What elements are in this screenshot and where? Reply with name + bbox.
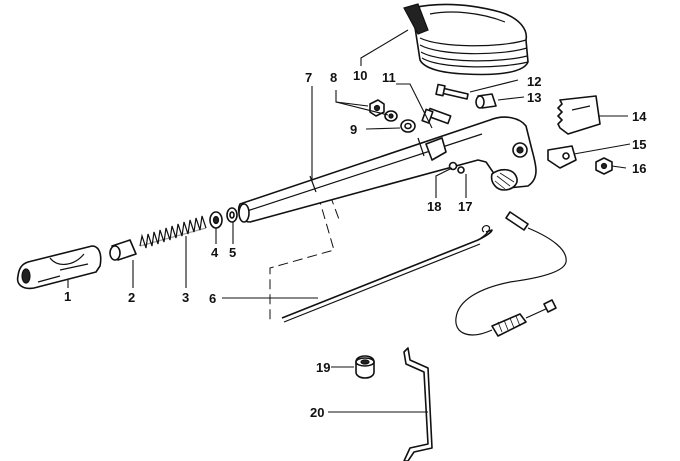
part-6-push-rod bbox=[281, 225, 493, 323]
part-3-spring bbox=[139, 215, 207, 249]
callout-12: 12 bbox=[527, 74, 541, 89]
callout-13: 13 bbox=[527, 90, 541, 105]
part-10-boot bbox=[403, 3, 529, 76]
callout-14: 14 bbox=[632, 109, 647, 124]
part-8-nut bbox=[369, 99, 385, 117]
part-12-pin bbox=[435, 83, 469, 100]
brake-cable bbox=[455, 211, 567, 337]
part-19-bushing bbox=[355, 355, 375, 379]
part-13-bush bbox=[475, 93, 497, 109]
callout-3: 3 bbox=[182, 290, 189, 305]
callout-20: 20 bbox=[310, 405, 324, 420]
callout-17: 17 bbox=[458, 199, 472, 214]
part-14-ratchet-segment bbox=[557, 95, 601, 135]
leader-lines bbox=[67, 29, 631, 413]
part-20-bracket-rod bbox=[403, 347, 433, 461]
callout-11: 11 bbox=[382, 70, 396, 85]
callout-5: 5 bbox=[229, 245, 236, 260]
callout-labels: 1 2 3 4 5 6 7 8 9 10 11 12 13 14 15 16 1… bbox=[64, 68, 647, 420]
part-15-pawl bbox=[547, 145, 577, 169]
part-16-nut bbox=[595, 157, 613, 175]
part-5-washer bbox=[226, 207, 238, 223]
part-11-bolt bbox=[421, 107, 452, 125]
callout-9: 9 bbox=[350, 122, 357, 137]
callout-7: 7 bbox=[305, 70, 312, 85]
part-7-brake-lever bbox=[237, 116, 537, 223]
callout-18: 18 bbox=[427, 199, 441, 214]
part-1-handle-grip bbox=[16, 245, 102, 290]
callout-10: 10 bbox=[353, 68, 367, 83]
part-9-washer bbox=[400, 119, 416, 133]
part-8-washer bbox=[384, 110, 398, 122]
callout-4: 4 bbox=[211, 245, 219, 260]
callout-19: 19 bbox=[316, 360, 330, 375]
callout-15: 15 bbox=[632, 137, 646, 152]
part-4-nut bbox=[209, 211, 223, 229]
callout-1: 1 bbox=[64, 289, 71, 304]
callout-16: 16 bbox=[632, 161, 646, 176]
callout-6: 6 bbox=[209, 291, 216, 306]
part-2-sleeve bbox=[109, 239, 137, 261]
callout-2: 2 bbox=[128, 290, 135, 305]
callout-8: 8 bbox=[330, 70, 337, 85]
